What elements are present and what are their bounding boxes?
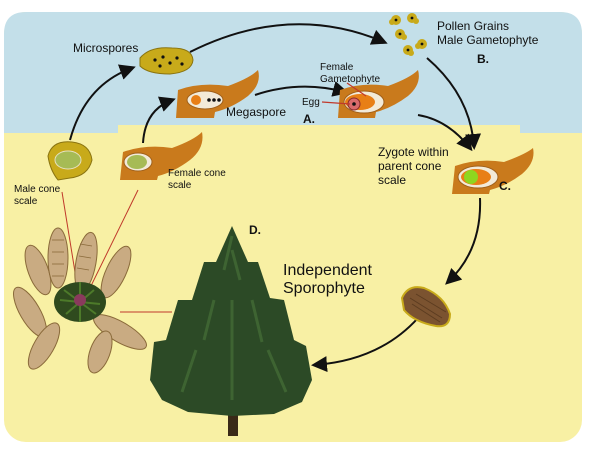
arrow-gametophyte-to-zygote — [417, 114, 473, 152]
label-a: A. — [303, 112, 315, 126]
arrow-female-scale-to-megaspore — [142, 96, 176, 144]
arrow-pollen-to-zygote — [426, 57, 482, 150]
pollen-grains — [389, 13, 427, 56]
gametophyte-scale — [338, 70, 419, 118]
pointer-male-cone — [61, 191, 76, 273]
seed — [400, 286, 452, 328]
label-male-cone-scale: Male cone scale — [14, 184, 61, 207]
pine-cone-cluster — [13, 227, 147, 374]
label-zygote: Zygote within parent cone scale — [378, 145, 449, 187]
label-independent-sporophyte: Independent Sporophyte — [283, 262, 372, 298]
arrow-microspores-to-pollen — [189, 23, 388, 53]
megaspore-scale — [176, 70, 259, 118]
arrow-megaspore-to-gametophyte — [254, 81, 349, 97]
pointer-egg — [321, 101, 351, 105]
spruce-tree — [150, 226, 312, 436]
male-cone-scale — [47, 141, 93, 181]
arrow-zygote-to-seed — [445, 197, 482, 285]
label-pollen-grains: Pollen Grains Male Gametophyte — [437, 19, 539, 47]
label-megaspore: Megaspore — [226, 105, 287, 119]
arrow-seed-to-tree — [311, 317, 419, 373]
label-d: D. — [249, 223, 261, 237]
pointer-female-gametophyte — [346, 82, 367, 97]
sky-background — [4, 12, 582, 133]
zygote-scale — [452, 148, 534, 194]
arrow-male-scale-to-microspores — [69, 64, 136, 141]
label-female-gametophyte: Female Gametophyte — [320, 62, 381, 85]
label-female-cone-scale: Female cone scale — [168, 168, 226, 191]
microsporangium — [139, 47, 194, 75]
label-c: C. — [499, 179, 511, 193]
female-cone-scale — [120, 132, 203, 180]
label-b: B. — [477, 52, 489, 66]
pointer-female-cone — [87, 189, 139, 293]
label-microspores: Microspores — [73, 41, 139, 55]
label-egg: Egg — [302, 97, 320, 108]
